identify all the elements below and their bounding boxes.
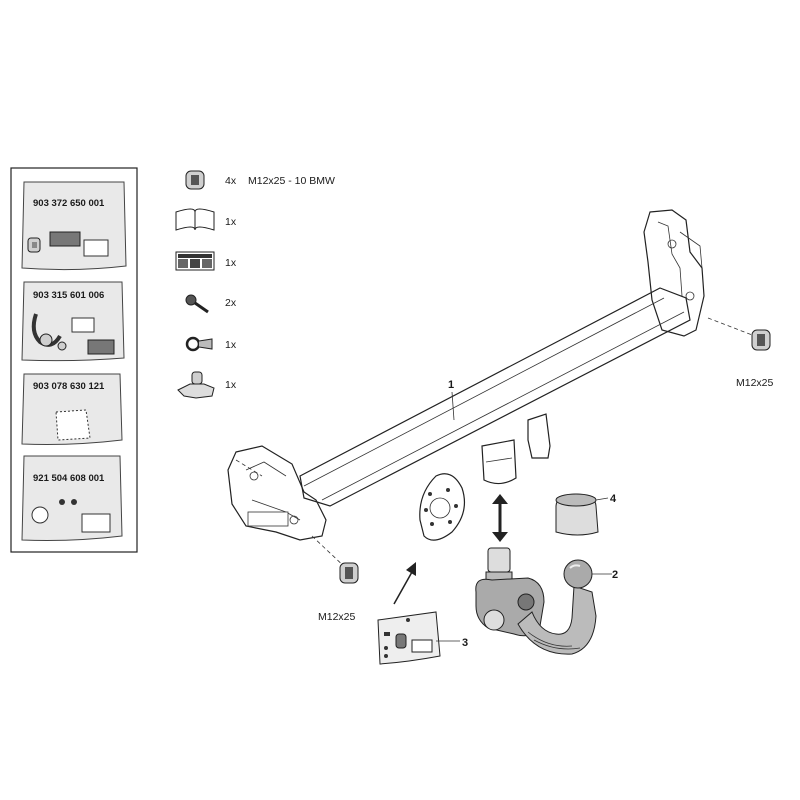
bolt-label-left: M12x25 (318, 611, 356, 623)
parts-qty: 2x (225, 297, 237, 309)
kit-part-number: 903 372 650 001 (33, 198, 105, 209)
kit-card-2: 903 315 601 006 (21, 281, 125, 362)
nut-icon (751, 329, 771, 351)
kit-card-3: 903 078 630 121 (21, 373, 123, 445)
manual-book-icon (175, 208, 215, 231)
parts-qty: 1x (225, 216, 237, 228)
kit-part-number: 921 504 608 001 (33, 473, 105, 484)
callout-3: 3 (462, 637, 468, 649)
warning-label-icon (49, 231, 81, 247)
ball-neck-assembly (475, 547, 597, 655)
parts-qty: 1x (225, 339, 237, 351)
key-icon (185, 294, 209, 314)
kit-part-number: 903 078 630 121 (33, 381, 105, 392)
arrow-icon (393, 562, 416, 605)
screw-icon (59, 499, 65, 505)
manual-book-icon (71, 317, 95, 333)
ring-icon (185, 336, 213, 352)
warning-label-icon (87, 339, 115, 355)
kit-part-number: 903 315 601 006 (33, 290, 104, 301)
bracket-outline-icon (55, 409, 91, 441)
socket-icon (31, 506, 49, 524)
cross-beam (227, 209, 705, 541)
parts-desc: M12x25 - 10 BMW (248, 175, 335, 187)
parts-qty: 1x (225, 379, 237, 391)
ball-cap (555, 493, 599, 536)
callout-4: 4 (610, 493, 617, 505)
nut-icon (27, 237, 41, 253)
warning-plate (377, 611, 441, 665)
manual-book-icon (83, 239, 109, 257)
double-arrow-icon (492, 494, 508, 542)
bolt-label-right: M12x25 (736, 377, 774, 389)
callout-2: 2 (612, 569, 618, 581)
nut-icon (339, 562, 359, 584)
callout-1: 1 (448, 379, 454, 391)
nut-icon (185, 170, 205, 190)
kit-card-4: 921 504 608 001 (21, 455, 123, 541)
parts-qty: 1x (225, 257, 237, 269)
screw-icon (71, 499, 77, 505)
ball-icon (563, 559, 593, 589)
parts-qty: 4x (225, 175, 237, 187)
kit-card-1: 903 372 650 001 (21, 181, 127, 271)
warning-label-icon (175, 251, 215, 271)
gear-icon (57, 341, 67, 351)
cap-clip-icon (177, 371, 215, 399)
wiring-label-icon (81, 513, 111, 533)
ball-icon (39, 333, 53, 347)
